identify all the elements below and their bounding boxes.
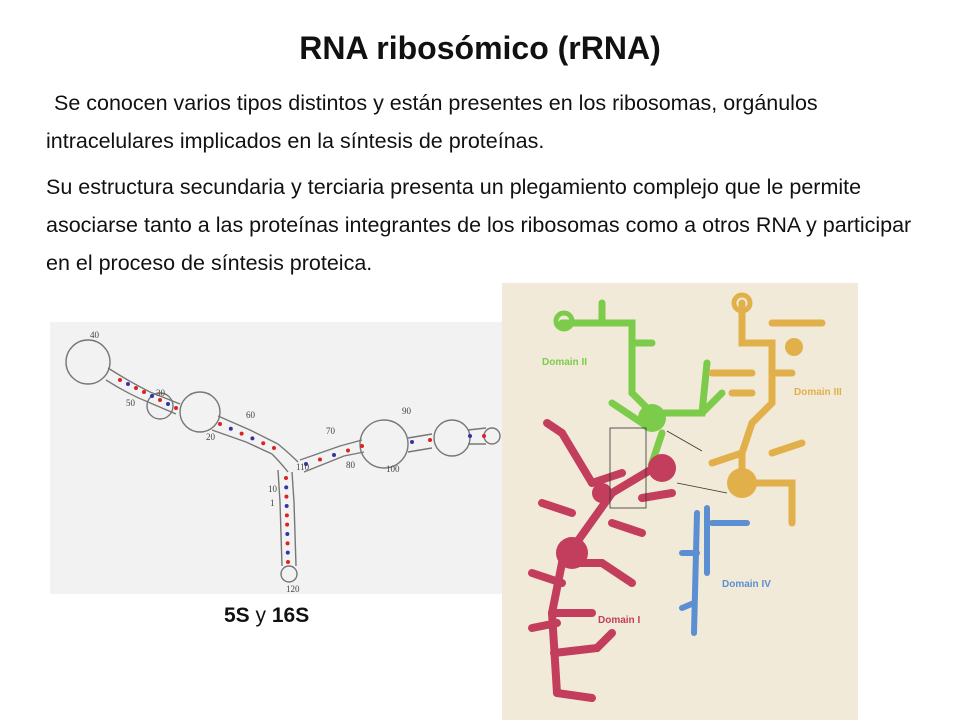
- domain-iii-label: Domain III: [794, 387, 842, 398]
- domain-i-label: Domain I: [598, 615, 640, 626]
- base-pair-dot: [360, 444, 364, 448]
- domain-ii-label: Domain II: [542, 357, 587, 368]
- base-pair-dot: [284, 494, 289, 499]
- base-pair-dot: [272, 446, 276, 450]
- base-pair-dot: [218, 422, 222, 426]
- label-60: 60: [246, 410, 256, 420]
- base-pair-dot: [284, 504, 289, 508]
- base-pair-dot: [150, 394, 154, 398]
- base-pair-dot: [261, 441, 266, 446]
- label-50: 50: [126, 398, 136, 408]
- base-pair-dot: [410, 440, 414, 444]
- base-pair-dot: [284, 513, 289, 518]
- base-pair-dot: [304, 462, 308, 466]
- caption-joiner: y: [249, 604, 272, 627]
- base-pair-dot: [285, 550, 290, 555]
- base-pair-dot: [482, 434, 486, 438]
- 5s-rrna-structure-figure: 40 30 50 20 60 70 80 90 100 110 10 1 120: [50, 322, 502, 594]
- label-10: 10: [268, 484, 278, 494]
- base-pair-dot: [332, 453, 336, 457]
- label-70: 70: [326, 426, 336, 436]
- label-80: 80: [346, 460, 356, 470]
- base-pair-dot: [318, 457, 322, 462]
- base-pair-dot: [239, 431, 244, 436]
- label-40: 40: [90, 330, 100, 340]
- base-pair-dot: [142, 390, 146, 394]
- caption-5s: 5S: [224, 604, 250, 627]
- label-110: 110: [296, 462, 310, 472]
- base-pair-dot: [118, 378, 122, 382]
- base-pair-dot: [166, 402, 170, 406]
- figure-caption: 5S y 16S: [224, 604, 309, 628]
- slide-title: RNA ribosómico (rRNA): [299, 30, 661, 66]
- label-20: 20: [206, 432, 216, 442]
- base-pair-dot: [285, 522, 290, 527]
- base-pair-dot: [346, 448, 350, 453]
- domain-iv-label: Domain IV: [722, 579, 771, 590]
- intro-paragraph: Se conocen varios tipos distintos y está…: [46, 91, 818, 153]
- 16s-rrna-structure-figure: Domain II Domain III Domain IV Domain I: [502, 283, 858, 720]
- base-pair-dot: [250, 436, 255, 441]
- label-1: 1: [270, 498, 275, 508]
- label-120: 120: [286, 584, 300, 594]
- label-90: 90: [402, 406, 412, 416]
- caption-16s: 16S: [271, 604, 310, 627]
- base-pair-dot: [174, 406, 178, 410]
- base-pair-dot: [158, 398, 162, 402]
- structure-paragraph: Su estructura secundaria y terciaria pre…: [46, 175, 912, 275]
- base-pair-dot: [428, 438, 432, 442]
- base-pair-dot: [468, 434, 472, 438]
- base-pair-dot: [126, 382, 130, 386]
- base-pair-dot: [285, 541, 290, 546]
- base-pair-dot: [284, 476, 288, 480]
- base-pair-dot: [285, 532, 290, 536]
- base-pair-dot: [284, 485, 289, 490]
- label-30: 30: [156, 388, 166, 398]
- base-pair-dot: [134, 386, 138, 390]
- label-100: 100: [386, 464, 400, 474]
- base-pair-dot: [228, 426, 233, 431]
- base-pair-dot: [286, 560, 290, 564]
